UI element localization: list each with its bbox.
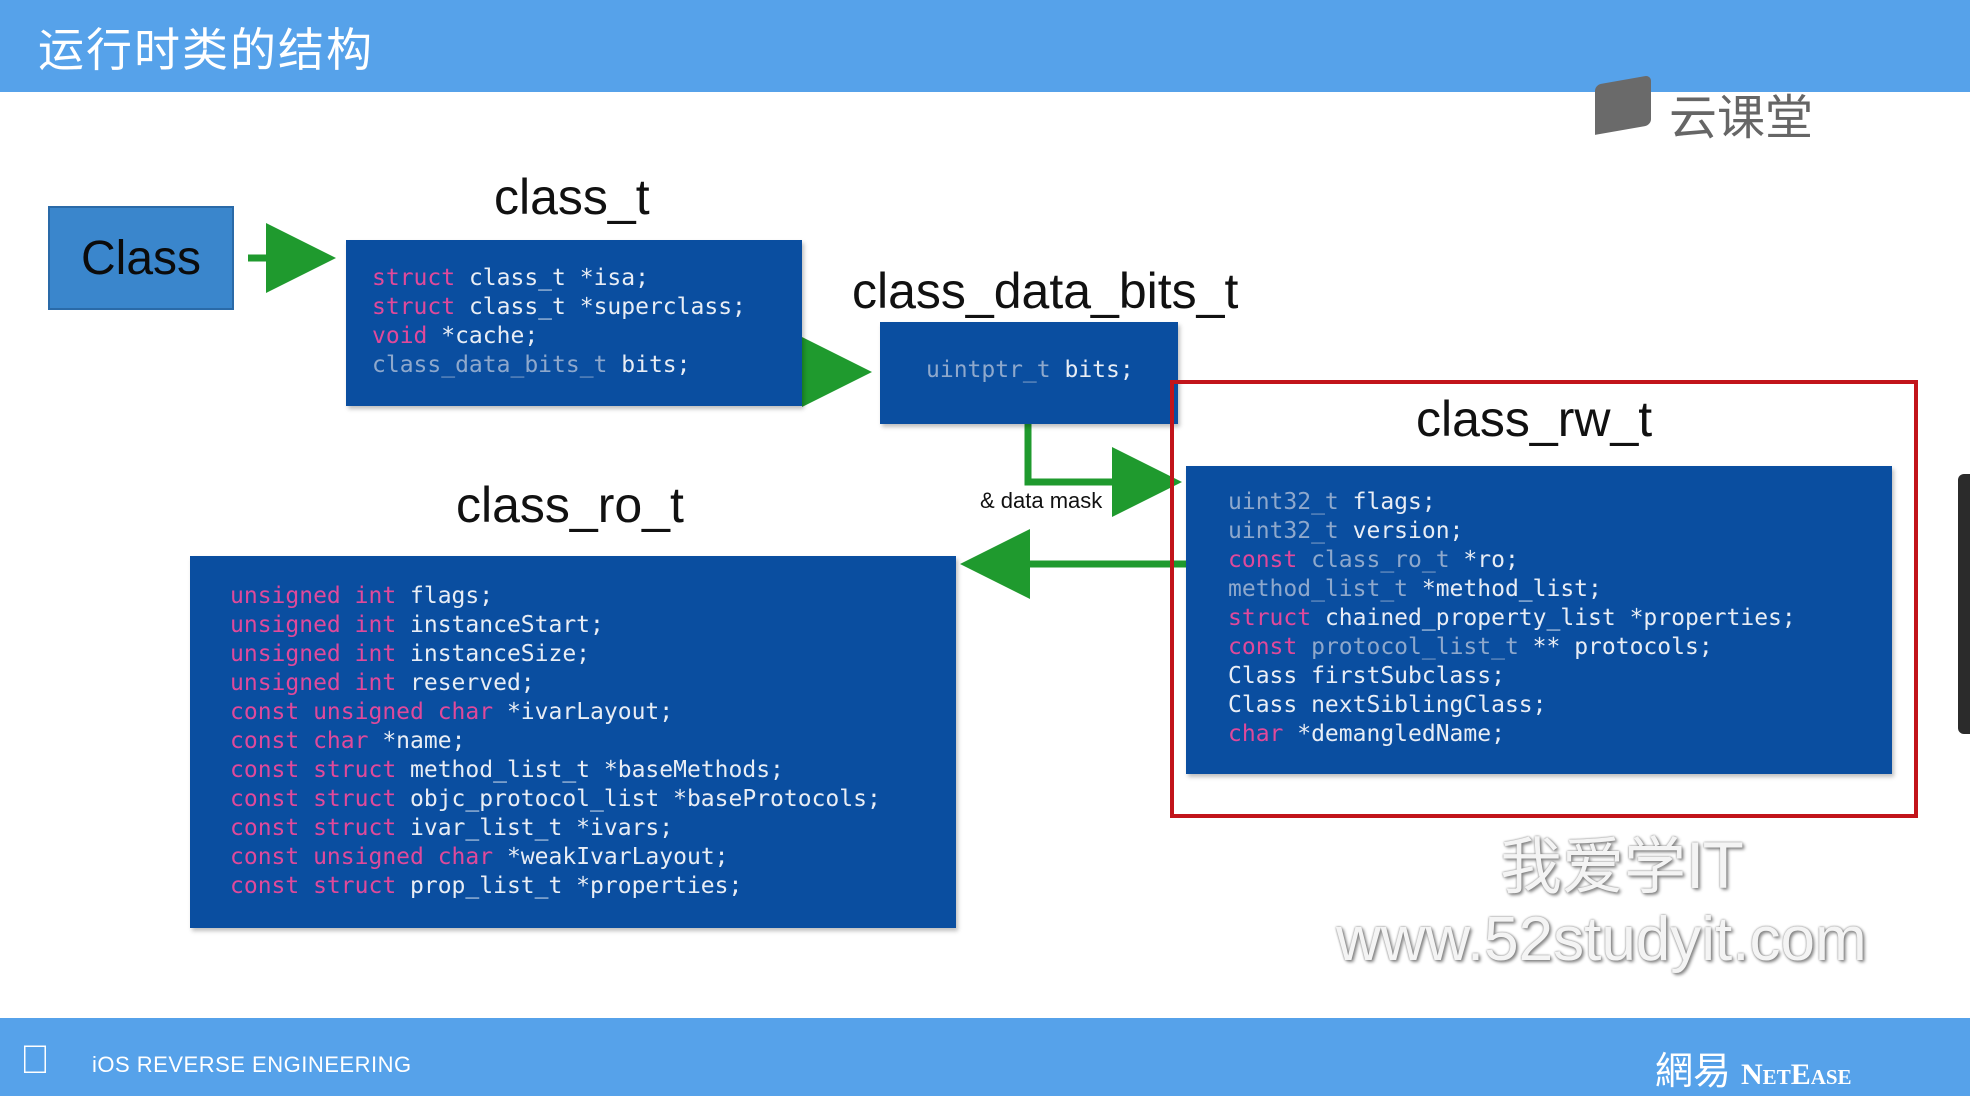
logo-text: 云课堂 bbox=[1669, 90, 1814, 146]
code-line: uint32_t version; bbox=[1228, 517, 1892, 546]
code-keyword: const bbox=[1228, 634, 1298, 660]
footer-bar:  iOS REVERSE ENGINEERING 網易 NetEase bbox=[0, 1018, 1970, 1096]
data-mask-arrow bbox=[1024, 410, 1182, 517]
code-text: reserved; bbox=[396, 670, 535, 696]
code-keyword: const char bbox=[230, 728, 369, 754]
class-t-title: class_t bbox=[494, 169, 650, 225]
code-text: chained_property_list *properties; bbox=[1311, 605, 1796, 631]
code-text: *ro; bbox=[1449, 547, 1519, 573]
code-line: unsigned int reserved; bbox=[230, 669, 956, 698]
code-text: *demangledName; bbox=[1283, 721, 1505, 747]
class-ro-t-title: class_ro_t bbox=[456, 477, 684, 533]
code-text: flags; bbox=[1338, 489, 1436, 515]
class-ro-t-struct-box: unsigned int flags;unsigned int instance… bbox=[190, 556, 956, 928]
code-keyword: unsigned int bbox=[230, 641, 397, 667]
netease-brand: 網易 NetEase bbox=[1655, 1040, 1852, 1095]
code-line: unsigned int flags; bbox=[230, 582, 956, 611]
code-line: const struct prop_list_t *properties; bbox=[230, 872, 956, 901]
code-keyword: struct bbox=[372, 265, 456, 291]
code-keyword: const bbox=[1228, 547, 1298, 573]
apple-logo-icon:  bbox=[20, 1038, 50, 1083]
code-line: const unsigned char *ivarLayout; bbox=[230, 698, 956, 727]
code-line: method_list_t *method_list; bbox=[1228, 575, 1892, 604]
code-text: method_list_t *baseMethods; bbox=[396, 757, 784, 783]
code-line: unsigned int instanceSize; bbox=[230, 640, 956, 669]
code-type: uint32_t bbox=[1228, 518, 1339, 544]
brand-latin: NetEase bbox=[1741, 1058, 1852, 1091]
code-text: *ivarLayout; bbox=[493, 699, 674, 725]
code-text: instanceSize; bbox=[396, 641, 591, 667]
code-line: struct class_t *superclass; bbox=[372, 293, 802, 322]
code-text: *cache; bbox=[427, 323, 539, 349]
title-bar: 运行时类的结构 bbox=[0, 0, 1970, 92]
code-text: ivar_list_t *ivars; bbox=[396, 815, 674, 841]
class-rw-t-struct-box: uint32_t flags;uint32_t version;const cl… bbox=[1186, 466, 1892, 774]
code-line: Class firstSubclass; bbox=[1228, 662, 1892, 691]
code-type: method_list_t bbox=[1228, 576, 1409, 602]
code-text: class_t *isa; bbox=[455, 265, 649, 291]
code-keyword: unsigned int bbox=[230, 612, 397, 638]
code-keyword: const struct bbox=[230, 786, 397, 812]
code-keyword: const struct bbox=[230, 815, 397, 841]
slide-title: 运行时类的结构 bbox=[38, 23, 374, 77]
code-line: struct chained_property_list *properties… bbox=[1228, 604, 1892, 633]
code-text: flags; bbox=[396, 583, 494, 609]
code-text: Class firstSubclass; bbox=[1228, 663, 1505, 689]
code-keyword: unsigned int bbox=[230, 670, 397, 696]
code-keyword: const unsigned char bbox=[230, 699, 494, 725]
class-box: Class bbox=[48, 206, 234, 310]
code-keyword: void bbox=[372, 323, 428, 349]
code-text: objc_protocol_list *baseProtocols; bbox=[396, 786, 881, 812]
code-type: class_ro_t bbox=[1297, 547, 1450, 573]
code-keyword: struct bbox=[1228, 605, 1312, 631]
code-line: char *demangledName; bbox=[1228, 720, 1892, 749]
code-keyword: char bbox=[1228, 721, 1284, 747]
code-keyword: const struct bbox=[230, 873, 397, 899]
code-type: class_data_bits_t bbox=[372, 352, 608, 378]
code-line: const struct ivar_list_t *ivars; bbox=[230, 814, 956, 843]
code-type: uint32_t bbox=[1228, 489, 1339, 515]
class-rw-t-title: class_rw_t bbox=[1416, 391, 1653, 447]
code-text: ** protocols; bbox=[1518, 634, 1713, 660]
code-line: uintptr_t bits; bbox=[926, 356, 1178, 385]
code-line: const protocol_list_t ** protocols; bbox=[1228, 633, 1892, 662]
code-line: uint32_t flags; bbox=[1228, 488, 1892, 517]
code-type: protocol_list_t bbox=[1297, 634, 1519, 660]
side-scroll-handle[interactable] bbox=[1958, 474, 1970, 734]
brand-chinese: 網易 bbox=[1655, 1049, 1732, 1093]
class-t-struct-box: struct class_t *isa;struct class_t *supe… bbox=[346, 240, 802, 406]
watermark-url: www.52studyit.com bbox=[1336, 905, 1867, 974]
code-text: bits; bbox=[607, 352, 691, 378]
code-line: void *cache; bbox=[372, 322, 802, 351]
code-text: Class nextSiblingClass; bbox=[1228, 692, 1547, 718]
code-line: unsigned int instanceStart; bbox=[230, 611, 956, 640]
code-type: uintptr_t bbox=[926, 357, 1051, 383]
code-line: Class nextSiblingClass; bbox=[1228, 691, 1892, 720]
code-line: struct class_t *isa; bbox=[372, 264, 802, 293]
watermark-text: 我爱学IT bbox=[1500, 830, 1743, 903]
code-line: const class_ro_t *ro; bbox=[1228, 546, 1892, 575]
code-text: bits; bbox=[1050, 357, 1134, 383]
code-keyword: unsigned int bbox=[230, 583, 397, 609]
code-text: *method_list; bbox=[1408, 576, 1602, 602]
code-keyword: struct bbox=[372, 294, 456, 320]
code-text: prop_list_t *properties; bbox=[396, 873, 743, 899]
class-data-bits-t-title: class_data_bits_t bbox=[852, 263, 1239, 319]
data-mask-label: & data mask bbox=[980, 488, 1103, 513]
code-keyword: const unsigned char bbox=[230, 844, 494, 870]
code-text: instanceStart; bbox=[396, 612, 604, 638]
code-line: const struct method_list_t *baseMethods; bbox=[230, 756, 956, 785]
class-rw-t-highlight-frame bbox=[1170, 380, 1918, 818]
code-line: const struct objc_protocol_list *basePro… bbox=[230, 785, 956, 814]
code-text: class_t *superclass; bbox=[455, 294, 746, 320]
code-line: const unsigned char *weakIvarLayout; bbox=[230, 843, 956, 872]
code-line: const char *name; bbox=[230, 727, 956, 756]
code-text: *name; bbox=[368, 728, 466, 754]
class-data-bits-t-struct-box: uintptr_t bits; bbox=[880, 322, 1178, 424]
code-keyword: const struct bbox=[230, 757, 397, 783]
course-name: iOS REVERSE ENGINEERING bbox=[92, 1052, 412, 1077]
code-text: version; bbox=[1338, 518, 1464, 544]
code-text: *weakIvarLayout; bbox=[493, 844, 729, 870]
code-line: class_data_bits_t bits; bbox=[372, 351, 802, 380]
